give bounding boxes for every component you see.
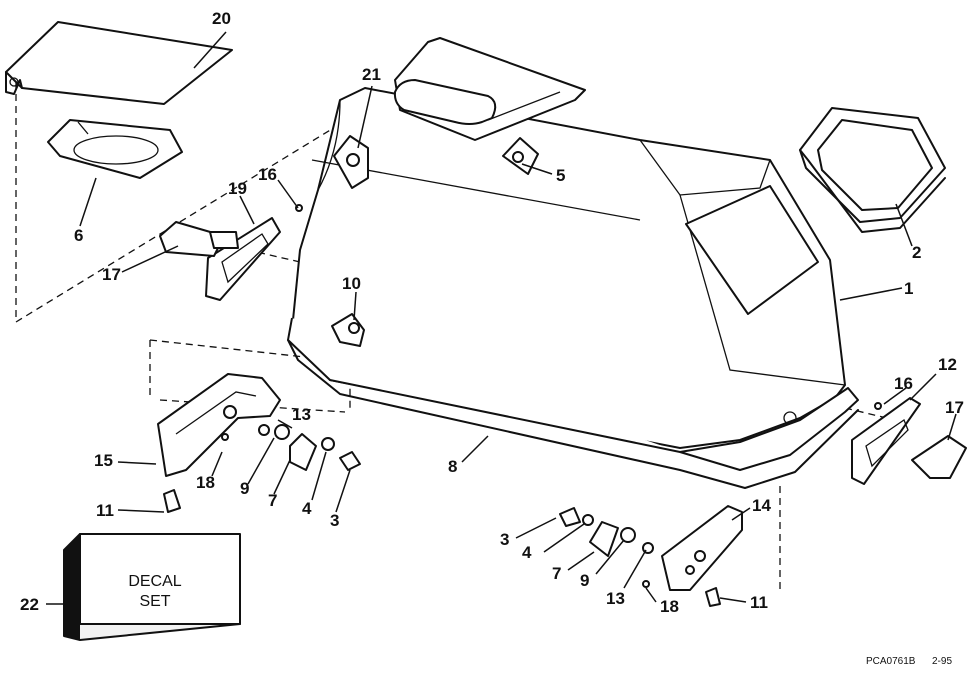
fasteners [331,135,539,347]
callout-4-right: 4 [522,543,532,562]
figure-date: 2-95 [932,656,952,667]
callout-17-left: 17 [102,265,121,284]
callout-22: 22 [20,595,39,614]
figure-footer: PCA0761B 2-95 [866,656,952,667]
callout-6: 6 [74,226,83,245]
callout-14: 14 [752,496,771,515]
hinge-bracket-left [157,373,281,513]
motor-cover [291,37,846,449]
left-hardware [258,424,361,471]
callout-9-right: 9 [580,571,589,590]
callout-10: 10 [342,274,361,293]
callout-16-left: 16 [258,165,277,184]
decal-set-box: DECAL SET [63,533,241,641]
callout-12: 12 [938,355,957,374]
figure-code: PCA0761B [866,656,916,667]
callout-17-right: 17 [945,398,964,417]
callout-3-right: 3 [500,530,509,549]
callout-15: 15 [94,451,113,470]
cover-seal [287,317,859,489]
hinge-bracket-right [642,505,743,607]
window-trim [799,107,946,233]
callout-labels: 20 21 16 19 17 6 5 1 2 10 12 16 17 8 15 … [20,9,964,616]
right-grommet-assembly [851,397,967,485]
callout-9-left: 9 [240,479,249,498]
callout-7-left: 7 [268,491,277,510]
callout-16-right: 16 [894,374,913,393]
callout-11-right: 11 [750,593,768,612]
top-cap [5,21,233,105]
callout-13-left: 13 [292,405,311,424]
callout-3-left: 3 [330,511,339,530]
decal-line-1: DECAL [128,573,181,590]
decal-line-2: SET [139,593,170,610]
callout-5: 5 [556,166,565,185]
callout-13-right: 13 [606,589,625,608]
callout-2: 2 [912,243,921,262]
callout-8: 8 [448,457,457,476]
callout-7-right: 7 [552,564,561,583]
right-hardware [559,507,654,557]
callout-1: 1 [904,279,913,298]
callout-11-left: 11 [96,501,114,520]
leader-lines [46,31,957,605]
callout-18-left: 18 [196,473,215,492]
callout-4-left: 4 [302,499,312,518]
left-grommet-assembly [159,204,303,301]
callout-19: 19 [228,179,247,198]
callout-21: 21 [362,65,381,84]
intake-plate [47,119,183,179]
callout-20: 20 [212,9,231,28]
callout-18-right: 18 [660,597,679,616]
